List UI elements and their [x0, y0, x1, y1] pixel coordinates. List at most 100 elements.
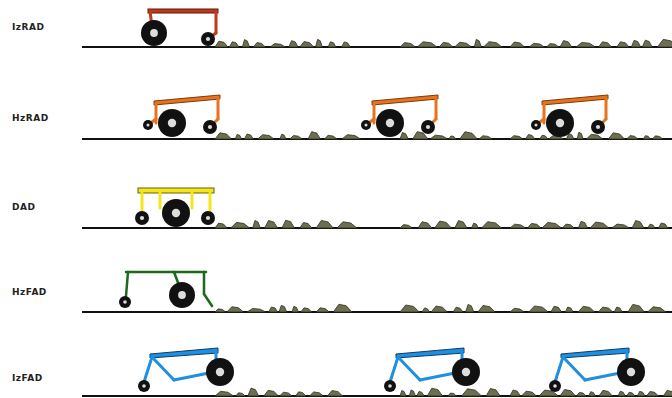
hub: [596, 125, 600, 129]
rock: [529, 306, 548, 312]
rock: [292, 306, 298, 312]
hub: [150, 29, 158, 37]
rock: [453, 307, 463, 312]
rock: [510, 224, 525, 228]
rock: [215, 391, 233, 396]
hub: [553, 384, 557, 388]
rock: [422, 308, 429, 312]
rover: [361, 95, 438, 137]
frame-strut: [159, 193, 162, 208]
hub: [168, 119, 176, 127]
rock: [400, 305, 419, 312]
rock: [253, 221, 261, 228]
rock: [657, 39, 672, 47]
hub: [178, 291, 186, 299]
rock: [215, 309, 226, 312]
frame-strut: [144, 357, 152, 382]
rock: [427, 388, 442, 396]
frame-strut: [126, 271, 206, 274]
rock: [627, 136, 638, 139]
hub: [627, 368, 635, 376]
rock: [484, 42, 502, 47]
frame-strut: [390, 357, 398, 382]
rock: [527, 223, 540, 228]
rock: [590, 222, 609, 228]
rock: [631, 40, 640, 47]
rock: [229, 42, 238, 47]
hub: [386, 119, 394, 127]
frame-strut: [203, 272, 206, 294]
wheel: [162, 199, 190, 227]
hub: [123, 300, 127, 304]
row-label: IzRAD: [12, 22, 44, 32]
hub: [216, 368, 224, 376]
rock: [301, 308, 312, 312]
rock: [510, 390, 520, 396]
rock: [486, 388, 500, 396]
rock: [333, 304, 351, 312]
hub: [142, 384, 146, 388]
hub: [535, 124, 538, 127]
frame-strut: [217, 98, 220, 119]
rock: [328, 42, 336, 47]
hub: [426, 125, 430, 129]
rock: [231, 222, 250, 228]
rock: [617, 42, 629, 47]
rock: [337, 222, 357, 228]
rock: [632, 221, 644, 228]
hub: [208, 125, 212, 129]
rock: [577, 392, 586, 396]
wheel: [203, 120, 217, 134]
wheel: [591, 120, 605, 134]
frame-strut: [191, 193, 194, 208]
rock: [540, 135, 548, 139]
rock: [663, 390, 672, 396]
rock: [565, 307, 573, 312]
rover: [384, 348, 480, 392]
rock: [648, 307, 666, 312]
rock: [316, 308, 329, 312]
rock: [242, 40, 249, 47]
rock: [417, 42, 437, 47]
ground-lines: [82, 47, 672, 396]
rock: [265, 220, 278, 228]
frame-strut: [605, 98, 608, 119]
rock: [658, 223, 668, 228]
hub: [556, 119, 564, 127]
rock: [270, 44, 285, 47]
rock: [546, 44, 558, 47]
rock: [578, 221, 587, 228]
rock: [526, 135, 535, 139]
rock: [576, 42, 595, 47]
wheel: [143, 120, 153, 130]
rock: [478, 305, 495, 312]
rover: [135, 188, 215, 227]
frame-strut: [204, 294, 212, 306]
wheel: [119, 296, 131, 308]
wheel: [421, 120, 435, 134]
rock: [327, 391, 342, 396]
rock: [418, 222, 432, 228]
hub: [462, 368, 470, 376]
rock: [522, 391, 537, 396]
rock: [560, 389, 576, 396]
rock: [308, 132, 320, 139]
rock: [627, 392, 635, 396]
rover: [141, 9, 218, 46]
rock: [248, 388, 259, 396]
rock: [479, 136, 492, 139]
wheel: [206, 358, 234, 386]
rock: [430, 135, 448, 139]
rock: [586, 134, 602, 139]
rock: [455, 221, 467, 228]
rock: [455, 42, 472, 47]
rock: [235, 134, 241, 139]
rock: [316, 220, 333, 228]
rock: [400, 391, 406, 396]
rock: [560, 41, 572, 47]
rock: [648, 224, 655, 228]
rover: [531, 95, 608, 137]
rover: [549, 348, 645, 392]
